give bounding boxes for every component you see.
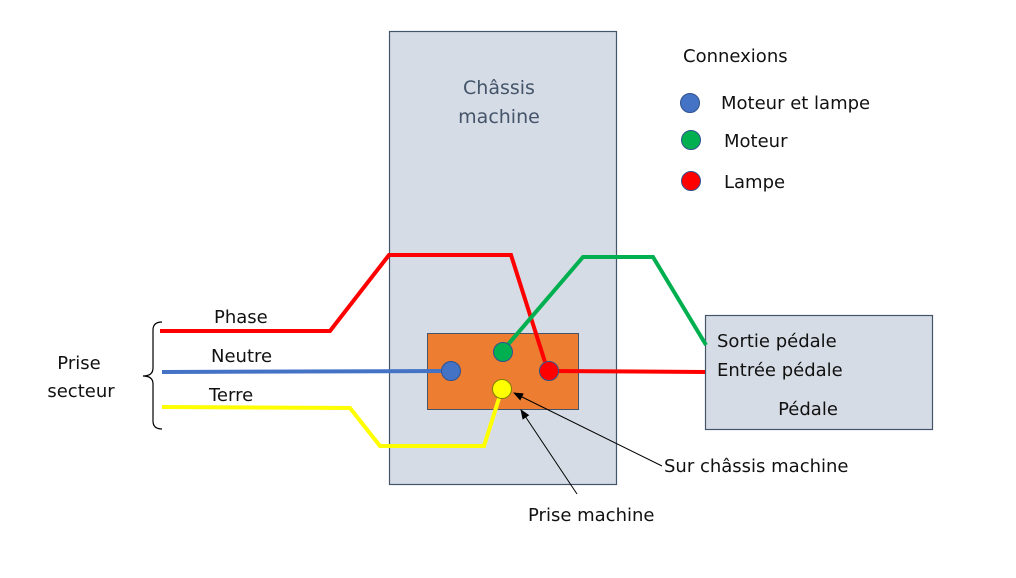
mains-socket-label-line1: Prise — [57, 353, 100, 374]
chassis-ground-arrow — [513, 392, 663, 467]
terminal-earth — [492, 379, 512, 399]
terminal-lamp — [539, 361, 559, 381]
earth-wire — [161, 391, 503, 448]
neutral-wire — [161, 369, 446, 374]
legend-dot-red — [681, 171, 701, 191]
phase-label: Phase — [214, 307, 268, 328]
chassis-ground-label: Sur châssis machine — [664, 456, 849, 477]
chassis-label-line2: machine — [458, 106, 540, 128]
pedal-title: Pédale — [778, 399, 838, 420]
terminal-motor — [493, 342, 513, 362]
phase-wire — [160, 253, 547, 363]
pedal-box — [704, 314, 934, 431]
chassis-label-line1: Châssis — [463, 77, 535, 99]
neutral-label: Neutre — [211, 346, 272, 367]
legend-title: Connexions — [683, 46, 788, 67]
legend-dot-blue — [680, 93, 700, 113]
terminal-neutral — [441, 361, 461, 381]
machine-socket-arrow — [520, 409, 578, 495]
earth-label: Terre — [208, 385, 253, 406]
machine-socket-label: Prise machine — [528, 505, 654, 526]
legend-label-motor: Moteur — [724, 131, 788, 152]
motor-wire — [503, 255, 708, 350]
lamp-wire-to-pedal — [548, 369, 706, 374]
pedal-input-label: Entrée pédale — [717, 360, 843, 381]
mains-socket-label-line2: secteur — [47, 381, 115, 402]
pedal-output-label: Sortie pédale — [717, 331, 837, 352]
mains-socket-brace — [142, 321, 163, 430]
legend-dot-green — [681, 130, 701, 150]
legend-label-motor-and-lamp: Moteur et lampe — [721, 93, 870, 114]
legend-label-lamp: Lampe — [724, 172, 785, 193]
